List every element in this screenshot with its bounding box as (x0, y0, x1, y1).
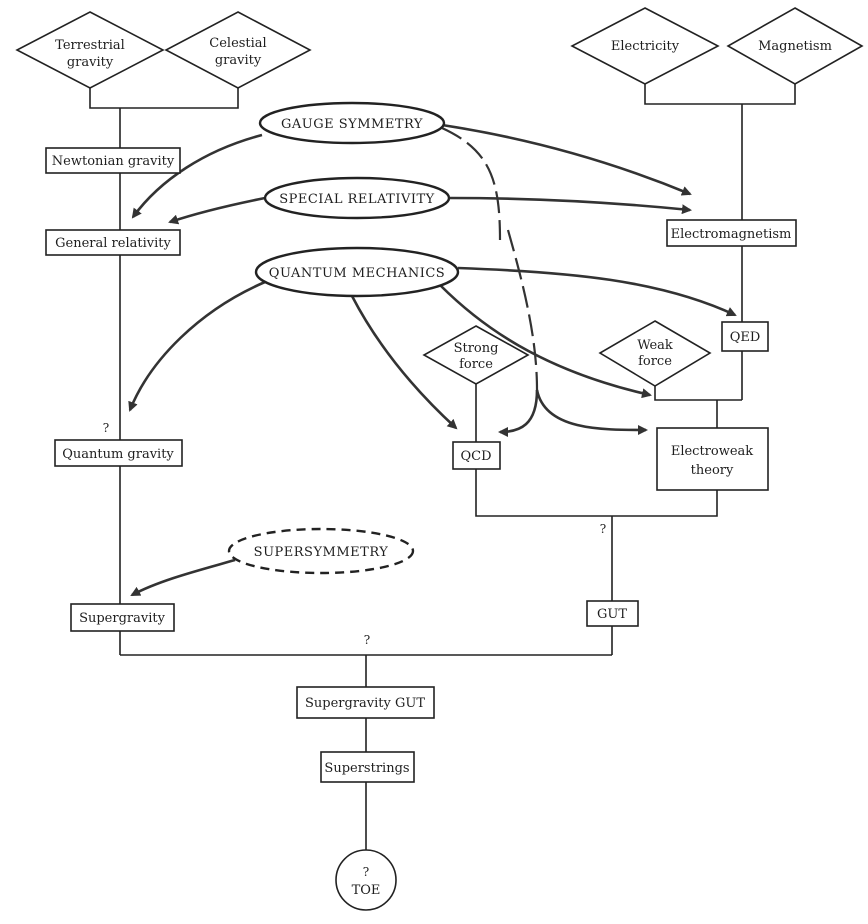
theory-electroweak: Electroweak theory (656, 427, 769, 491)
label: QCD (460, 449, 491, 464)
principle-quantum-mechanics: QUANTUM MECHANICS (254, 246, 460, 298)
label: GUT (597, 607, 627, 622)
input-terrestrial-gravity: Terrestrial gravity (15, 11, 165, 89)
input-electricity: Electricity (570, 7, 720, 85)
uncertain-mark: ? (364, 633, 370, 647)
label-line-1: Terrestrial (55, 38, 125, 53)
uncertain-mark: ? (363, 865, 369, 879)
label: Quantum gravity (62, 447, 174, 462)
theory-newtonian-gravity: Newtonian gravity (45, 147, 181, 174)
theory-supergravity-gut: ? Supergravity GUT (296, 633, 435, 719)
theory-supergravity: Supergravity (70, 603, 175, 632)
principle-supersymmetry: SUPERSYMMETRY (227, 527, 415, 575)
theory-quantum-gravity: ? Quantum gravity (54, 421, 183, 467)
label: General relativity (55, 236, 171, 251)
theory-qed: QED (721, 321, 769, 352)
label: Magnetism (758, 39, 832, 54)
label-line-1: Celestial (209, 36, 266, 51)
uncertain-mark: ? (600, 522, 606, 536)
principle-gauge-symmetry: GAUGE SYMMETRY (258, 101, 446, 145)
label-line-2: force (459, 357, 493, 372)
label-line-2: force (638, 354, 672, 369)
label: Newtonian gravity (52, 154, 175, 169)
label: SUPERSYMMETRY (254, 545, 389, 560)
principle-special-relativity: SPECIAL RELATIVITY (263, 176, 451, 220)
theory-electromagnetism: Electromagnetism (666, 219, 797, 247)
input-magnetism: Magnetism (726, 7, 864, 85)
uncertain-mark: ? (103, 421, 109, 435)
label: TOE (352, 883, 381, 898)
influence-arrows (128, 123, 737, 597)
label: Superstrings (324, 761, 409, 776)
label: Supergravity (79, 611, 166, 626)
label-line-2: gravity (215, 53, 262, 68)
input-celestial-gravity: Celestial gravity (164, 11, 312, 89)
input-weak-force: Weak force (598, 320, 712, 387)
theory-gut: ? GUT (586, 522, 639, 627)
label-line-2: theory (691, 463, 734, 478)
label: Electromagnetism (671, 227, 792, 242)
label: SPECIAL RELATIVITY (279, 192, 435, 207)
label: QUANTUM MECHANICS (269, 266, 445, 281)
theory-superstrings: Superstrings (320, 751, 415, 783)
label: Supergravity GUT (305, 696, 425, 711)
label: GAUGE SYMMETRY (281, 117, 423, 132)
theory-toe: ? TOE (335, 849, 397, 911)
theory-qcd: QCD (452, 441, 501, 470)
connector-lines (89, 84, 796, 850)
label-line-2: gravity (67, 55, 114, 70)
label-line-1: Strong (454, 341, 499, 356)
label-line-1: Electroweak (671, 444, 753, 459)
input-strong-force: Strong force (422, 325, 530, 385)
theory-general-relativity: General relativity (45, 229, 181, 256)
label-line-1: Weak (637, 338, 673, 353)
label: Electricity (611, 39, 680, 54)
label: QED (730, 330, 761, 345)
